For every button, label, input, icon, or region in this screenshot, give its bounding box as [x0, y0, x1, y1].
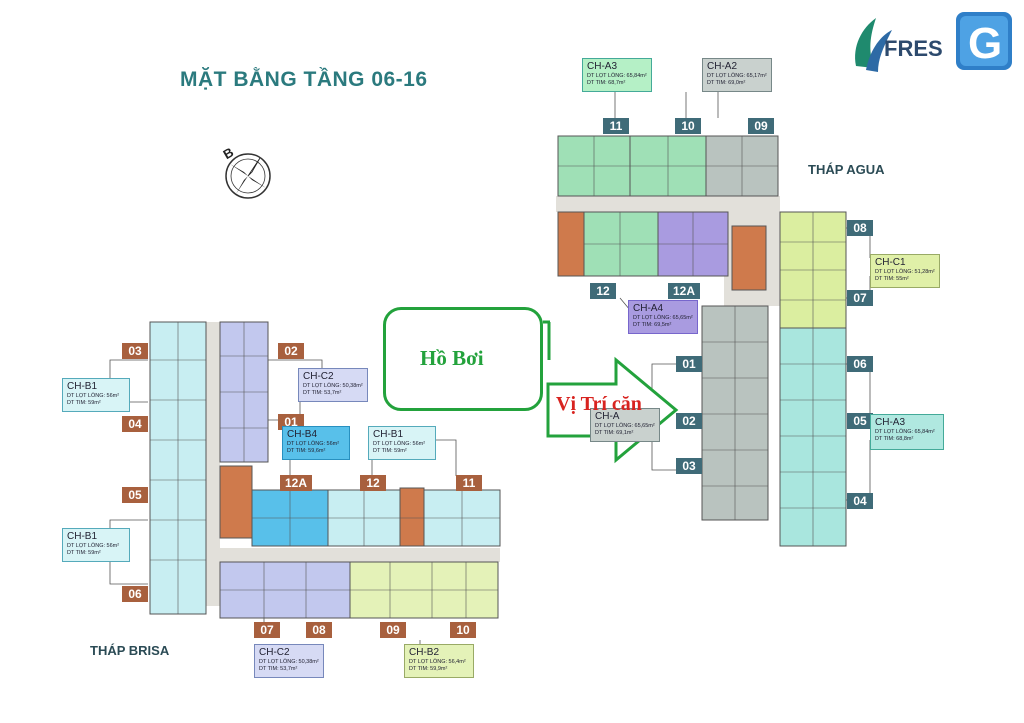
unit-badge: 08	[847, 220, 873, 236]
unit-badge: 09	[748, 118, 774, 134]
agua-corridor	[556, 196, 780, 212]
unit-badge: 12A	[668, 283, 700, 299]
stair-b1	[219, 465, 253, 539]
unit-badge: 04	[122, 416, 148, 432]
unit-badge: 06	[847, 356, 873, 372]
stair-a1	[557, 211, 585, 277]
unit-badge: 04	[847, 493, 873, 509]
unit-badge: 12	[360, 475, 386, 491]
fresg-logo: FRES G	[848, 10, 1018, 76]
unit-badge: 10	[450, 622, 476, 638]
unit-badge: 10	[675, 118, 701, 134]
unit-badge: 03	[122, 343, 148, 359]
compass-icon: B	[214, 142, 276, 204]
page-title: MẶT BẰNG TẦNG 06-16	[180, 68, 428, 91]
location-label: Vị Trí căn	[556, 393, 642, 415]
tower-brisa-label: THÁP BRISA	[90, 643, 170, 658]
unit-badge: 05	[122, 487, 148, 503]
unit-badge: 12A	[280, 475, 312, 491]
unit-badge: 12	[590, 283, 616, 299]
pool-outline	[383, 307, 543, 411]
unit-badge: 09	[380, 622, 406, 638]
unit-badge: 11	[603, 118, 629, 134]
unit-badge: 07	[847, 290, 873, 306]
stair-a2	[731, 225, 767, 291]
unit-badge: 05	[847, 413, 873, 429]
logo-letter: G	[968, 19, 1002, 68]
pool-label: Hồ Bơi	[420, 346, 484, 370]
unit-badge: 01	[676, 356, 702, 372]
unit-badge: 03	[676, 458, 702, 474]
tower-agua-label: THÁP AGUA	[808, 162, 885, 177]
unit-badge: 06	[122, 586, 148, 602]
unit-badge: 02	[676, 413, 702, 429]
logo-text: FRES	[884, 36, 943, 61]
stair-b2	[399, 487, 425, 547]
unit-badge: 08	[306, 622, 332, 638]
unit-badge: 02	[278, 343, 304, 359]
unit-badge: 07	[254, 622, 280, 638]
unit-badge: 11	[456, 475, 482, 491]
